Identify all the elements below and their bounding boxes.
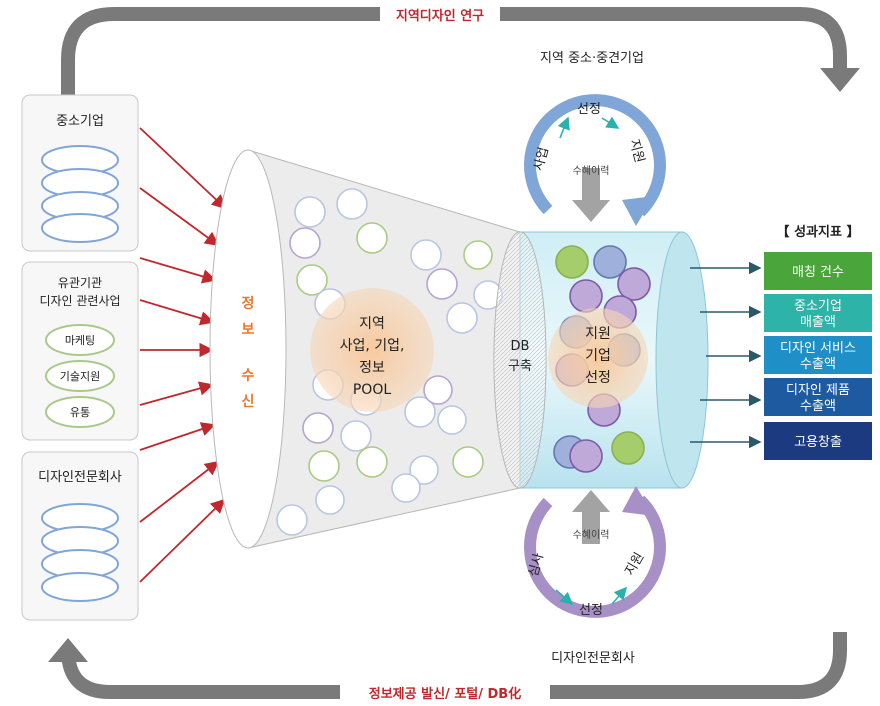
bottom-cycle-step-2: 선정 <box>579 603 603 618</box>
select-glow <box>548 308 648 408</box>
db-label-1: DB <box>511 339 530 354</box>
indicators-title: 【 성과지표 】 <box>777 224 860 240</box>
agency-item-marketing: 마케팅 <box>65 334 95 347</box>
indicator-box-bg <box>764 378 872 416</box>
source-box-agency: 유관기관 디자인 관련사업 마케팅 기술지원 유통 <box>21 261 139 441</box>
design-firm-label: 디자인전문회사 <box>38 470 122 485</box>
bottom-cycle-step-3: 지원 <box>622 550 647 578</box>
indicator-label: 디자인 서비스 <box>780 341 856 356</box>
top-cycle-step-2: 선정 <box>577 102 601 117</box>
pool-glow <box>310 288 434 412</box>
source-box-design-firm: 디자인전문회사 <box>21 451 139 621</box>
indicator-label: 수출액 <box>800 399 836 414</box>
receive-char-3: 수 <box>242 368 255 384</box>
top-cycle-step-3: 지원 <box>626 138 647 165</box>
indicator-box: 매칭 건수 <box>764 252 872 290</box>
bottom-loop-arrow <box>48 632 847 699</box>
sme-label: 중소기업 <box>56 114 104 129</box>
receive-char-2: 보 <box>242 322 255 338</box>
receive-char-1: 정 <box>242 295 255 312</box>
top-cycle-title: 지역 중소·중견기업 <box>540 51 644 66</box>
indicator-box-bg <box>764 336 872 374</box>
select-line-3: 선정 <box>585 370 611 386</box>
indicator-label: 중소기업 <box>794 299 842 314</box>
db-label-2: 구축 <box>508 359 532 374</box>
indicator-box: 고용창출 <box>764 422 872 460</box>
top-loop-title: 지역디자인 연구 <box>396 8 484 24</box>
pool-line-4: POOL <box>353 382 391 398</box>
indicator-label: 수출액 <box>800 357 836 372</box>
agency-item-tech-support: 기술지원 <box>60 370 100 383</box>
top-cycle <box>524 94 666 226</box>
top-cycle-history: 수혜이력 <box>573 165 610 177</box>
agency-label-line2: 디자인 관련사업 <box>39 294 120 308</box>
receive-char-4: 신 <box>242 394 255 410</box>
bottom-cycle <box>524 486 666 618</box>
indicator-box-bg <box>764 252 872 290</box>
output-arrows <box>690 261 762 449</box>
pool-line-3: 정보 <box>359 360 385 376</box>
source-box-sme: 중소기업 <box>21 94 139 252</box>
indicator-box-bg <box>764 294 872 332</box>
indicator-label: 고용창출 <box>794 435 842 450</box>
select-line-1: 지원 <box>585 326 611 342</box>
agency-item-distribution: 유통 <box>70 406 90 419</box>
pool-line-2: 사업, 기업, <box>340 338 405 354</box>
input-arrows <box>139 127 227 583</box>
top-loop-arrow <box>61 7 860 240</box>
bottom-cycle-step-1: 심사 <box>526 552 547 579</box>
bottom-loop-title: 정보제공 발신/ 포털/ DB化 <box>369 686 521 702</box>
indicator-label: 매출액 <box>800 315 836 330</box>
indicator-box-bg <box>764 422 872 460</box>
indicator-label: 매칭 건수 <box>792 265 844 280</box>
agency-label-line1: 유관기관 <box>58 276 102 290</box>
bottom-cycle-title: 디자인전문회사 <box>551 651 635 666</box>
select-line-2: 기업 <box>585 348 611 364</box>
top-cycle-step-1: 사업 <box>531 146 552 173</box>
bottom-cycle-history: 수혜이력 <box>573 529 610 541</box>
indicator-label: 디자인 제품 <box>786 383 850 398</box>
pool-line-1: 지역 <box>359 316 385 332</box>
